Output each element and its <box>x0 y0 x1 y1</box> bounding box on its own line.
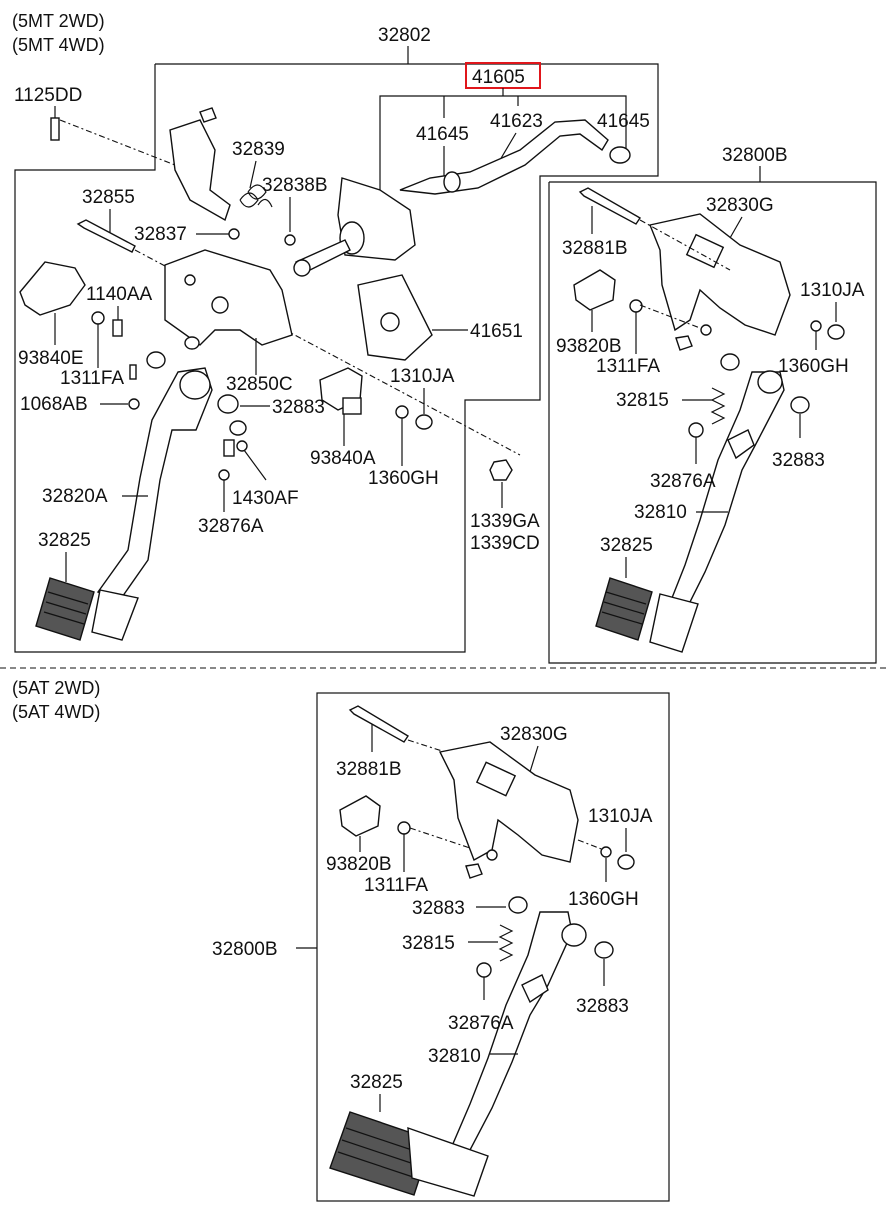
brake-pedal-arm-mt <box>667 371 785 613</box>
label-32800B-at: 32800B <box>212 939 278 960</box>
brake-bracket-mt <box>649 213 791 336</box>
pivot-bolt-at <box>348 705 409 743</box>
label-1140AA: 1140AA <box>86 284 153 305</box>
header-5mt-4wd: (5MT 4WD) <box>12 35 105 55</box>
clutch-pedal-pad <box>35 577 95 641</box>
pedal-pivot-icon <box>179 370 211 400</box>
clutch-pedal-bracket <box>164 249 293 346</box>
label-1360GH-mt: 1360GH <box>778 356 849 377</box>
label-41651: 41651 <box>470 321 523 342</box>
stop-lamp-switch-93820b-mt <box>573 269 616 311</box>
label-32815-at: 32815 <box>402 933 455 954</box>
label-32810-at: 32810 <box>428 1046 481 1067</box>
washer-32837-icon <box>228 228 240 240</box>
label-93820B-at: 93820B <box>326 854 392 875</box>
label-1430AF: 1430AF <box>232 488 299 509</box>
pivot-bolt-32855 <box>76 219 136 253</box>
label-32820A: 32820A <box>42 486 108 507</box>
bolt-1125dd-icon <box>50 117 60 141</box>
nut-1339-icon <box>489 459 513 481</box>
label-93840E: 93840E <box>18 348 84 369</box>
stop-lamp-switch-93820b-at <box>339 795 381 837</box>
label-1310JA-at: 1310JA <box>588 806 653 827</box>
label-1311FA-at: 1311FA <box>364 875 428 896</box>
label-32838B: 32838B <box>262 175 328 196</box>
label-32830G-mt: 32830G <box>706 195 774 216</box>
clip-1068ab-icon <box>128 398 140 410</box>
brake-bracket-at <box>438 741 579 863</box>
upper-bracket <box>169 119 231 222</box>
label-32815-mt: 32815 <box>616 390 669 411</box>
return-spring-32815-at <box>498 924 514 962</box>
label-32881B-mt: 32881B <box>562 238 628 259</box>
label-1339GA: 1339GA <box>470 511 540 532</box>
label-93820B-mt: 93820B <box>556 336 622 357</box>
label-41645-left: 41645 <box>416 124 469 145</box>
label-32883-clutch: 32883 <box>272 397 325 418</box>
label-41623: 41623 <box>490 111 543 132</box>
at-brake-frame <box>316 692 670 1202</box>
label-32855: 32855 <box>82 187 135 208</box>
stopper-32876a-icon <box>218 469 230 481</box>
top-nut-icon <box>199 107 217 123</box>
label-32883-mt: 32883 <box>772 450 825 471</box>
label-32881B-at: 32881B <box>336 759 402 780</box>
nut-1311fa-icon <box>91 311 105 325</box>
label-32876A-at: 32876A <box>448 1013 514 1034</box>
switch-93840e <box>19 261 86 316</box>
label-1360GH-clutch: 1360GH <box>368 468 439 489</box>
label-32802: 32802 <box>378 25 431 46</box>
label-32876A-mt: 32876A <box>650 471 716 492</box>
label-32825-mt: 32825 <box>600 535 653 556</box>
screw-1140aa-icon <box>112 319 123 337</box>
label-32876A-clutch: 32876A <box>198 516 264 537</box>
header-5mt-2wd: (5MT 2WD) <box>12 11 105 31</box>
label-1310JA-mt: 1310JA <box>800 280 865 301</box>
label-1311FA: 1311FA <box>60 368 124 389</box>
label-32883-at-upper: 32883 <box>412 898 465 919</box>
label-41645-right: 41645 <box>597 111 650 132</box>
hose-clip-icon <box>443 171 461 193</box>
label-32825-clutch: 32825 <box>38 530 91 551</box>
label-41605: 41605 <box>472 67 525 88</box>
label-1311FA-mt: 1311FA <box>596 356 660 377</box>
label-93840A: 93840A <box>310 448 376 469</box>
label-32810-mt: 32810 <box>634 502 687 523</box>
nut-1310ja-icon <box>415 414 433 430</box>
label-32800B-mt: 32800B <box>722 145 788 166</box>
hose-clamp-icon <box>609 146 631 164</box>
label-32825-at: 32825 <box>350 1072 403 1093</box>
nut-32838b-icon <box>284 234 296 246</box>
clutch-pedal-arm-32820A <box>96 367 213 601</box>
label-32837: 32837 <box>134 224 187 245</box>
return-spring-32815-mt <box>710 387 726 425</box>
mt-brake-frame <box>548 181 877 664</box>
label-32883-at-lower: 32883 <box>576 996 629 1017</box>
spring-32839-icon <box>239 184 273 208</box>
label-1360GH-at: 1360GH <box>568 889 639 910</box>
label-32850C: 32850C <box>226 374 293 395</box>
label-1125DD: 1125DD <box>14 85 82 106</box>
label-1068AB: 1068AB <box>20 394 88 415</box>
brake-pedal-pad-mt <box>595 577 653 641</box>
label-32839: 32839 <box>232 139 285 160</box>
header-5at-4wd: (5AT 4WD) <box>12 702 100 722</box>
header-5at-2wd: (5AT 2WD) <box>12 678 100 698</box>
label-1339CD: 1339CD <box>470 533 540 554</box>
label-32830G-at: 32830G <box>500 724 568 745</box>
washer-1360gh-icon <box>395 405 409 419</box>
mt-assembly-frame <box>14 63 659 653</box>
label-1310JA-clutch: 1310JA <box>390 366 455 387</box>
bushing-32883-icon <box>217 394 239 414</box>
brake-pivot-bolt-mt <box>578 187 641 225</box>
